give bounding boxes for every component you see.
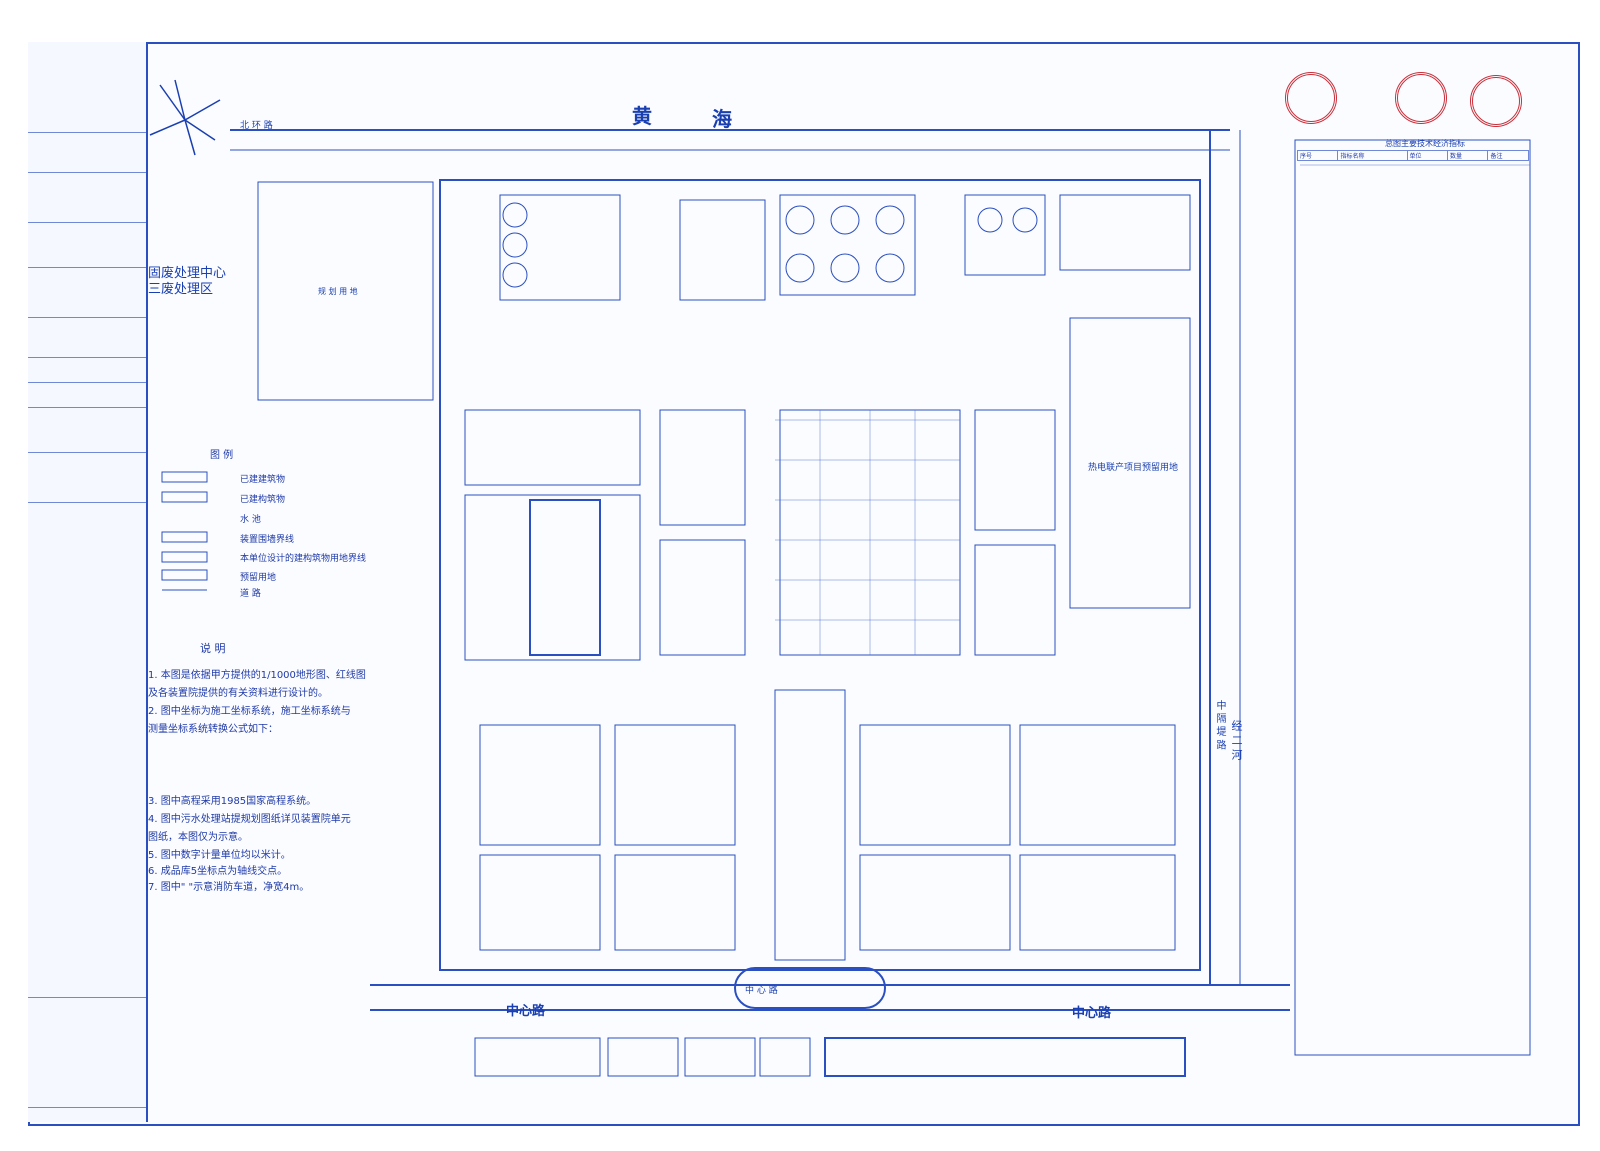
indicator-table-title: 总图主要技术经济指标 xyxy=(1385,139,1465,148)
sea-label-b: 海 xyxy=(712,107,732,131)
north-arrow-icon xyxy=(149,79,221,156)
north-plot-outline xyxy=(257,181,434,401)
river-east-label: 经 二 河 xyxy=(1230,720,1243,760)
legend-item: 预留用地 xyxy=(240,573,277,583)
note-line: 5. 图中数字计量单位均以米计。 xyxy=(148,850,291,861)
reserved-land-outline xyxy=(1069,317,1191,609)
sea-label-a: 黄 xyxy=(632,104,652,128)
drawing-seal-icon xyxy=(1395,72,1447,124)
note-line: 图纸，本图仅为示意。 xyxy=(148,832,248,843)
note-line: 1. 本图是依据甲方提供的1/1000地形图、红线图 xyxy=(148,670,366,681)
qualification-seal-icon xyxy=(1470,75,1522,127)
drawing-sheet xyxy=(28,42,1580,1126)
waste-center-label: 固废处理中心 xyxy=(148,266,227,281)
notes-title: 说 明 xyxy=(200,642,226,655)
legend-title: 图 例 xyxy=(210,450,234,461)
note-line: 7. 图中" "示意消防车道，净宽4m。 xyxy=(148,882,310,893)
road-north-label: 北 环 路 xyxy=(240,121,273,131)
road-center-left: 中心路 xyxy=(506,1004,546,1019)
legend-item: 装置围墙界线 xyxy=(240,535,295,545)
note-line: 2. 图中坐标为施工坐标系统，施工坐标系统与 xyxy=(148,706,351,717)
note-line: 测量坐标系统转换公式如下： xyxy=(148,724,278,735)
company-seal-icon xyxy=(1285,72,1337,124)
table-header: 指标名称 xyxy=(1337,150,1408,161)
note-line: 3. 图中高程采用1985国家高程系统。 xyxy=(148,796,317,807)
reserved-land-label: 热电联产项目预留用地 xyxy=(1088,463,1179,473)
table-header: 备注 xyxy=(1487,150,1529,161)
road-east-label: 中 隔 堤 路 xyxy=(1214,700,1225,750)
title-block-left xyxy=(28,42,148,1122)
table-header: 数量 xyxy=(1446,150,1489,161)
table-header: 单位 xyxy=(1406,150,1449,161)
legend-item: 已建构筑物 xyxy=(240,495,286,505)
north-plot-label: 规 划 用 地 xyxy=(318,287,358,296)
table-header: 序号 xyxy=(1296,150,1339,161)
legend-item: 已建建筑物 xyxy=(240,475,286,485)
indicator-table: 序号 指标名称 单位 数量 备注 xyxy=(1296,150,1529,161)
legend-item: 本单位设计的建构筑物用地界线 xyxy=(240,554,367,564)
legend-item: 道 路 xyxy=(240,589,261,599)
note-line: 4. 图中污水处理站提规划图纸详见装置院单元 xyxy=(148,814,351,825)
road-center-right: 中心路 xyxy=(1072,1006,1112,1021)
legend-item: 水 池 xyxy=(240,515,261,525)
note-line: 及各装置院提供的有关资料进行设计的。 xyxy=(148,688,328,699)
waste-zone-label: 三废处理区 xyxy=(148,282,214,297)
note-line: 6. 成品库5坐标点为轴线交点。 xyxy=(148,866,288,877)
road-center-mid: 中 心 路 xyxy=(745,986,778,996)
